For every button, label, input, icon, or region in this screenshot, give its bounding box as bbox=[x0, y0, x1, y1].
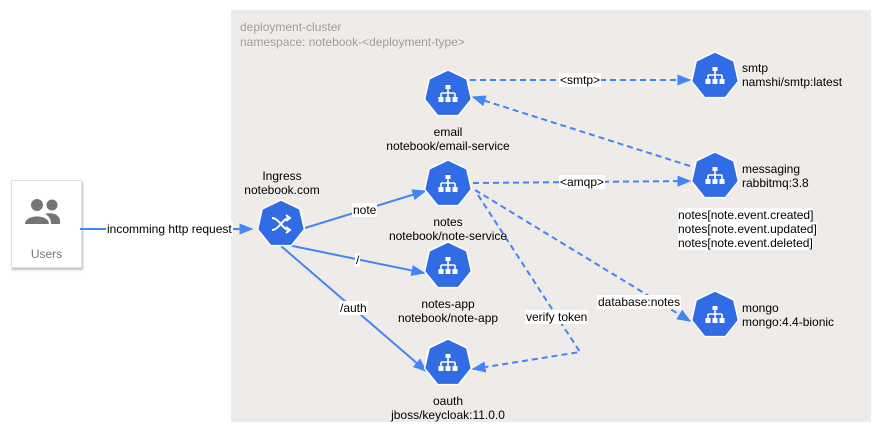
edge-label-note: note bbox=[352, 203, 378, 217]
email-detail: notebook/email-service bbox=[386, 139, 510, 153]
node-mongo[interactable] bbox=[690, 290, 740, 338]
smtp-name: smtp bbox=[742, 61, 769, 75]
messaging-detail: rabbitmq:3.8 bbox=[742, 176, 809, 190]
messaging-name: messaging bbox=[742, 162, 801, 176]
edge-label-auth: /auth bbox=[339, 301, 368, 315]
node-smtp[interactable] bbox=[690, 51, 740, 99]
mongo-name: mongo bbox=[742, 301, 779, 315]
edge-label-verify: verify token bbox=[525, 310, 589, 324]
edge-label-root: / bbox=[355, 253, 361, 267]
shuffle-icon bbox=[271, 214, 292, 234]
notes-name: notes bbox=[433, 215, 463, 229]
node-messaging[interactable] bbox=[690, 151, 740, 199]
queue-deleted: notes[note.event.deleted] bbox=[678, 236, 813, 250]
node-notes[interactable] bbox=[423, 159, 473, 207]
edge-notes-messaging bbox=[472, 175, 692, 187]
ingress-name: Ingress bbox=[262, 169, 302, 183]
notes-app-name: notes-app bbox=[421, 297, 475, 311]
edge-label-smtp: <smtp> bbox=[559, 73, 602, 87]
edge-ingress-notes-app bbox=[282, 243, 426, 276]
edge-label-database: database:notes bbox=[597, 295, 682, 309]
node-notes-app[interactable] bbox=[423, 241, 473, 289]
edge-notes-mongo bbox=[474, 189, 692, 322]
people-icon bbox=[25, 199, 60, 224]
queue-created: notes[note.event.created] bbox=[678, 208, 814, 222]
notes-detail: notebook/note-service bbox=[388, 229, 508, 243]
oauth-name: oauth bbox=[432, 394, 464, 408]
cluster-title: deployment-cluster bbox=[240, 20, 342, 34]
edge-messaging-email bbox=[471, 95, 691, 167]
node-ingress[interactable] bbox=[256, 199, 306, 247]
node-oauth[interactable] bbox=[423, 338, 473, 386]
email-name: email bbox=[433, 125, 463, 139]
edge-notes-oauth-verify bbox=[471, 194, 582, 373]
node-email[interactable] bbox=[423, 69, 473, 117]
ingress-host: notebook.com bbox=[244, 183, 320, 197]
queue-updated: notes[note.event.updated] bbox=[678, 222, 817, 236]
notes-app-detail: notebook/note-app bbox=[397, 311, 499, 325]
edge-label-amqp: <amqp> bbox=[559, 175, 606, 189]
edge-label-http: incomming http request bbox=[106, 222, 233, 236]
smtp-detail: namshi/smtp:latest bbox=[742, 75, 843, 89]
oauth-detail: jboss/keycloak:11.0.0 bbox=[391, 408, 505, 422]
cluster-namespace: namespace: notebook-<deployment-type> bbox=[240, 35, 465, 49]
mongo-detail: mongo:4.4-bionic bbox=[742, 315, 835, 329]
